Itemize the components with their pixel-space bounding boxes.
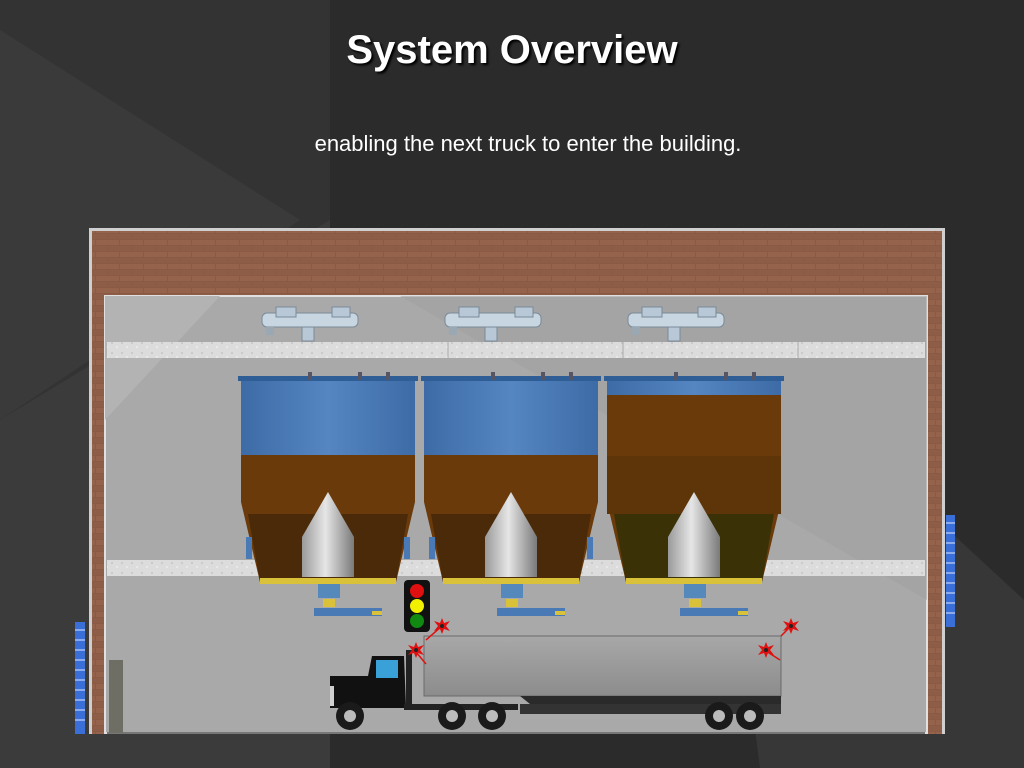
silo: [421, 372, 601, 616]
trailer: [423, 635, 782, 697]
sensor-icon: [758, 642, 774, 658]
screw-conveyor: [261, 306, 359, 342]
silo: [238, 372, 418, 616]
screw-conveyors: [261, 306, 725, 342]
level-indicator-right: [946, 515, 955, 627]
silo-cone: [485, 492, 537, 577]
upper-floor-slab: [107, 342, 925, 358]
sensor-icon: [408, 642, 424, 658]
door-post: [109, 660, 123, 733]
traffic-light: [404, 580, 430, 632]
red-lamp: [410, 584, 424, 598]
level-indicator-left: [75, 622, 85, 734]
screw-conveyor: [627, 306, 725, 342]
slide-subtitle: enabling the next truck to enter the bui…: [314, 131, 742, 156]
slide-title: System Overview: [346, 28, 678, 72]
yellow-lamp: [410, 599, 424, 613]
sensor-icon: [783, 618, 799, 634]
cab-window: [376, 660, 398, 678]
sensor-icon: [434, 618, 450, 634]
screw-conveyor: [444, 306, 542, 342]
silo-cone: [668, 492, 720, 577]
sensors: [408, 618, 799, 665]
truck-wheels: [336, 702, 764, 730]
silo: [604, 372, 784, 616]
truck: [330, 635, 782, 730]
green-lamp: [410, 614, 424, 628]
silo-cone: [302, 492, 354, 577]
